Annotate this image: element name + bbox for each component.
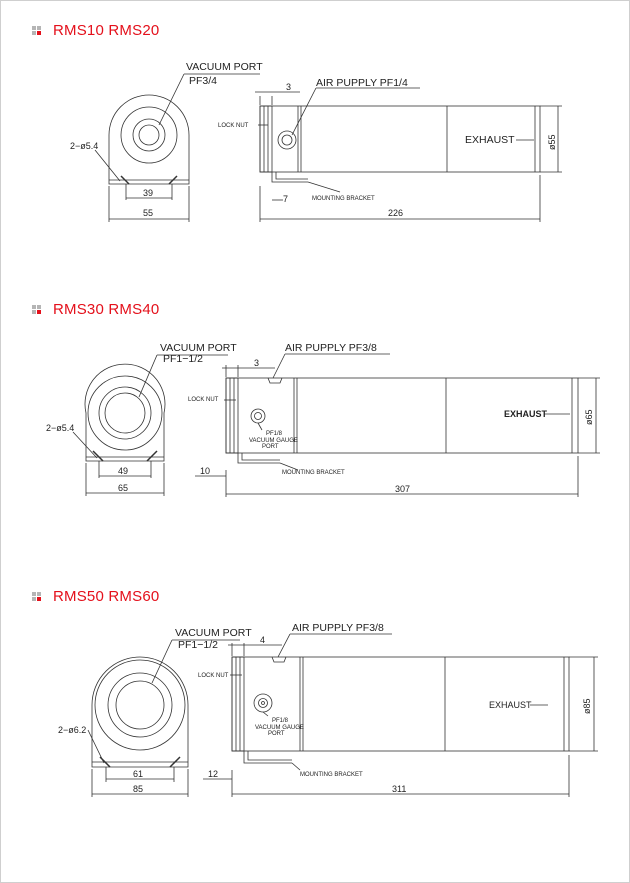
dim-outer-width: 85 <box>133 784 143 794</box>
section-title: RMS30 RMS40 <box>53 301 160 318</box>
overall-length: 307 <box>395 484 410 494</box>
lock-nut-label: LOCK NUT <box>188 397 219 403</box>
diameter-label: ø65 <box>584 409 594 425</box>
lock-nut-label: LOCK NUT <box>218 123 249 129</box>
vacuum-port-label: VACUUM PORT <box>160 342 237 354</box>
side-view <box>195 353 600 497</box>
gauge-port-line1: VACUUM GAUGE <box>255 725 304 731</box>
section-bullet-icon <box>32 305 41 314</box>
dim-top: 3 <box>286 82 291 92</box>
diameter-label: ø85 <box>582 698 592 714</box>
mounting-bracket-label: MOUNTING BRACKET <box>282 470 345 476</box>
rms30-drawing: VACUUM PORT PF1−1/2 2−ø5.4 49 65 <box>46 342 600 497</box>
exhaust-label: EXHAUST <box>504 409 548 419</box>
dim-outer-width: 65 <box>118 483 128 493</box>
hole-label: 2−ø6.2 <box>58 725 86 735</box>
dim-inner-width: 49 <box>118 466 128 476</box>
section-bullet-icon <box>32 592 41 601</box>
mounting-bracket-label: MOUNTING BRACKET <box>300 772 363 778</box>
gauge-port-line2: PORT <box>262 444 279 450</box>
hole-label: 2−ø5.4 <box>46 423 74 433</box>
air-supply-label: AIR PUPPLY PF1/4 <box>316 77 408 89</box>
mounting-bracket-label: MOUNTING BRACKET <box>312 196 375 202</box>
air-supply-label: AIR PUPPLY PF3/8 <box>292 622 384 634</box>
gauge-size: PF1/8 <box>266 431 283 437</box>
vacuum-port-size: PF3/4 <box>189 75 217 87</box>
vacuum-port-label: VACUUM PORT <box>175 627 252 639</box>
vacuum-port-size: PF1−1/2 <box>163 353 203 365</box>
section-title: RMS50 RMS60 <box>53 588 160 605</box>
end-view <box>94 73 260 222</box>
section-bullet-icon <box>32 26 41 35</box>
end-view <box>72 354 228 496</box>
vacuum-port-label: VACUUM PORT <box>186 61 263 73</box>
dim-bracket: 12 <box>208 769 218 779</box>
gauge-size: PF1/8 <box>272 718 289 724</box>
side-view <box>255 87 562 222</box>
diameter-label: ø55 <box>547 134 557 150</box>
exhaust-label: EXHAUST <box>465 134 515 146</box>
section-title: RMS10 RMS20 <box>53 22 160 39</box>
overall-length: 311 <box>392 784 406 794</box>
dim-bracket: 10 <box>200 466 210 476</box>
overall-length: 226 <box>388 208 403 218</box>
dim-inner-width: 61 <box>133 769 143 779</box>
side-view <box>203 633 598 797</box>
air-supply-label: AIR PUPPLY PF3/8 <box>285 342 377 354</box>
lock-nut-label: LOCK NUT <box>198 673 229 679</box>
end-view <box>87 639 240 797</box>
dim-bracket: 7 <box>283 194 288 204</box>
dim-top: 3 <box>254 358 259 368</box>
rms10-drawing: VACUUM PORT PF3/4 2−ø5.4 39 55 <box>70 61 562 222</box>
dim-outer-width: 55 <box>143 208 153 218</box>
dim-inner-width: 39 <box>143 188 153 198</box>
hole-label: 2−ø5.4 <box>70 141 98 151</box>
gauge-port-line1: VACUUM GAUGE <box>249 438 298 444</box>
rms50-drawing: VACUUM PORT PF1−1/2 2−ø6.2 61 85 <box>58 622 598 797</box>
gauge-port-line2: PORT <box>268 731 285 737</box>
vacuum-port-size: PF1−1/2 <box>178 639 218 651</box>
exhaust-label: EXHAUST <box>489 700 532 710</box>
dim-top: 4 <box>260 635 265 645</box>
